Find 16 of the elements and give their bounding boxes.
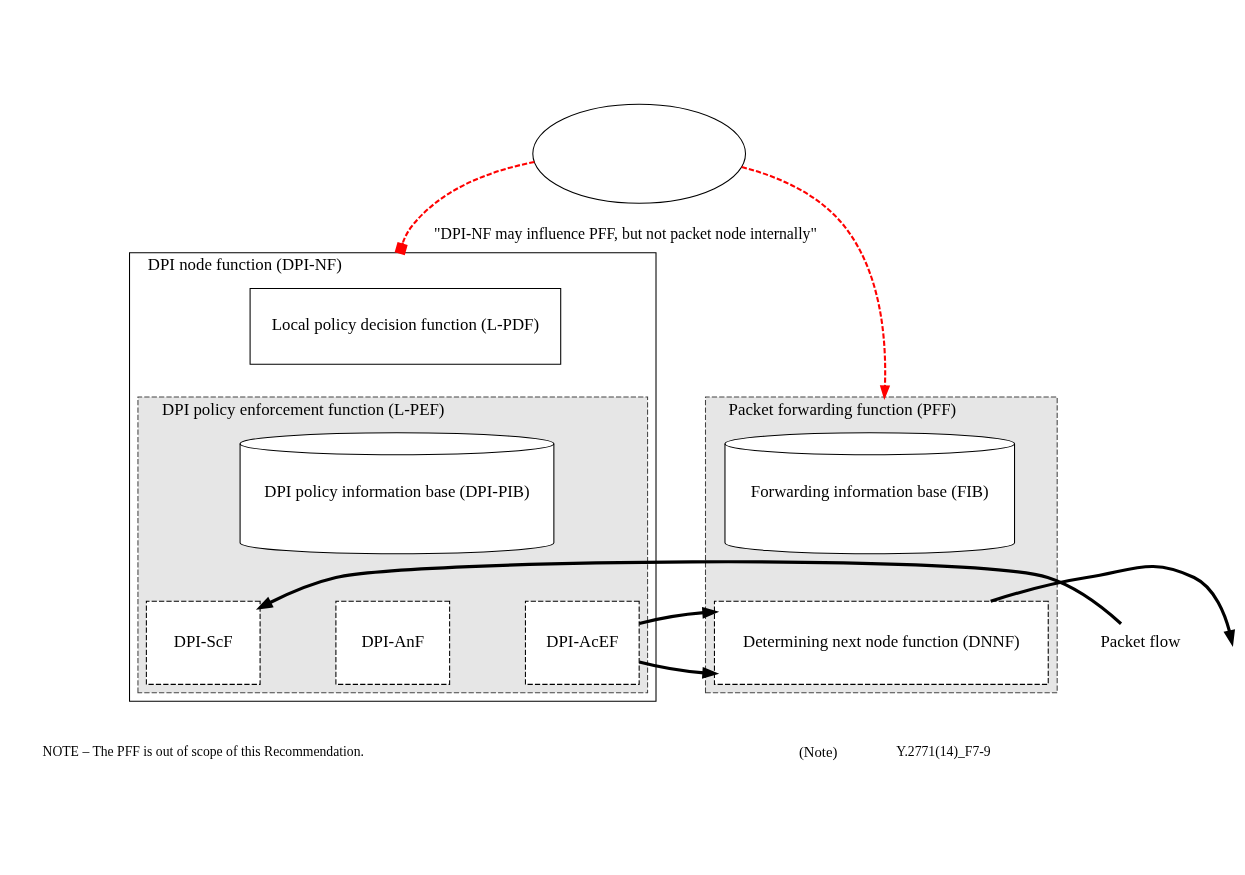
label: Y.2771(14)_F7-9: [896, 743, 991, 759]
node-text: Packet flow: [1100, 631, 1181, 651]
node-label: (Note): [798, 743, 838, 760]
node-box: DPI-ScF: [145, 600, 261, 685]
arrow: [990, 564, 1236, 647]
arrow: [255, 559, 1123, 625]
arrow: [741, 165, 891, 400]
label: NOTE – The PFF is out of scope of this Recommendation.: [42, 743, 364, 759]
node-box: Local policy decision function (L-PDF): [249, 287, 562, 365]
node-box: Determining next node function (DNNF): [713, 600, 1049, 685]
connector: [394, 160, 535, 255]
node-box: DPI-AnF: [335, 600, 451, 685]
node-box: DPI-AcEF: [524, 600, 640, 685]
edge-label: "DPI-NF may influence PFF, but not packet node internally": [434, 224, 817, 242]
arrow: [638, 606, 720, 679]
node-cloud: [532, 103, 747, 204]
